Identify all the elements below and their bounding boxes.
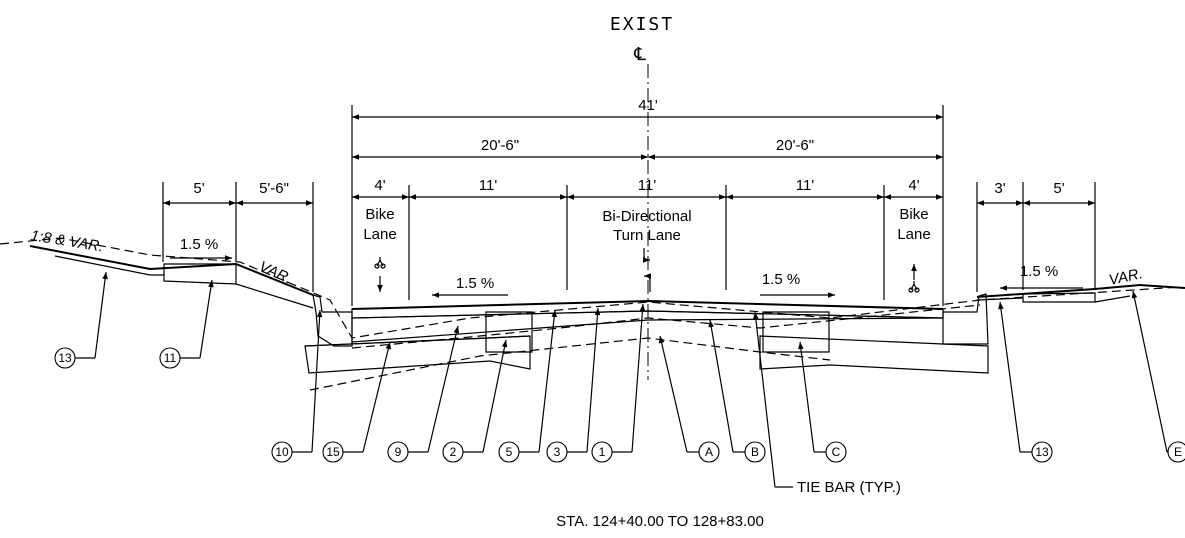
joint-slab-left: [486, 312, 532, 352]
dim-half-left-text: 20'-6": [481, 137, 519, 154]
callout: 15: [323, 442, 343, 462]
dimension-lines: [163, 114, 1095, 206]
callout: 9: [388, 442, 408, 462]
callout: E: [1168, 442, 1185, 462]
dim-lane-left-text: 11': [479, 177, 498, 194]
svg-text:9: 9: [395, 445, 402, 459]
centerline-symbol: ℄: [633, 44, 648, 65]
slope-right-sidewalk: 1.5 %: [1020, 263, 1058, 280]
bike-lane-left-line1: Bike: [365, 206, 394, 223]
svg-text:A: A: [705, 445, 713, 459]
bicycle-icon: [375, 257, 385, 268]
dim-sw-left-5-6-text: 5'-6": [259, 180, 289, 197]
pavement-section: [305, 301, 988, 373]
slope-right-var: VAR.: [1107, 265, 1144, 289]
joint-slab-right: [763, 312, 829, 352]
svg-text:C: C: [832, 445, 841, 459]
slope-left-ground: 1:8 & VAR.: [29, 227, 104, 255]
callout: 10: [272, 442, 292, 462]
svg-text:E: E: [1174, 445, 1182, 459]
svg-text:15: 15: [326, 445, 340, 459]
dim-bike-left-text: 4': [374, 177, 385, 194]
svg-text:11: 11: [164, 351, 177, 365]
dim-half-right-text: 20'-6": [776, 137, 814, 154]
dim-bike-right-text: 4': [908, 177, 919, 194]
callout: 13: [1032, 442, 1052, 462]
dim-sw-right-5-text: 5': [1053, 180, 1064, 197]
slope-left-road: 1.5 %: [456, 275, 494, 292]
bike-lane-left-line2: Lane: [363, 226, 396, 243]
tie-bar-note: TIE BAR (TYP.): [797, 479, 901, 496]
callout: 2: [443, 442, 463, 462]
svg-text:10: 10: [275, 445, 289, 459]
callout: C: [826, 442, 846, 462]
bike-lane-right-line1: Bike: [899, 206, 928, 223]
right-slope-sidewalk: [977, 285, 1185, 302]
station-range: STA. 124+40.00 TO 128+83.00: [556, 513, 764, 530]
svg-text:1: 1: [599, 445, 606, 459]
callout: 11: [160, 348, 180, 368]
callout: 1: [592, 442, 612, 462]
dim-sw-left-5-text: 5': [193, 180, 204, 197]
existing-subgrade-line: [310, 338, 830, 390]
leader-lines: [75, 272, 1177, 487]
exist-label: EXIST: [610, 14, 674, 35]
turn-lane-line2: Turn Lane: [613, 227, 681, 244]
dim-lane-center-text: 11': [638, 177, 657, 194]
svg-text:B: B: [751, 445, 759, 459]
dim-sw-right-3-text: 3': [994, 180, 1005, 197]
dim-lane-right-text: 11': [796, 177, 815, 194]
turn-arrows-icon: [642, 248, 652, 292]
svg-text:2: 2: [450, 445, 457, 459]
callout: 3: [547, 442, 567, 462]
svg-text:13: 13: [1035, 445, 1049, 459]
svg-text:3: 3: [554, 445, 561, 459]
extension-lines: [163, 105, 1095, 306]
bicycle-icon: [909, 281, 919, 292]
curb-right: [943, 294, 988, 344]
slope-right-road: 1.5 %: [762, 271, 800, 288]
svg-text:13: 13: [58, 351, 72, 365]
turn-lane-line1: Bi-Directional: [602, 208, 691, 225]
bike-lane-right-line2: Lane: [897, 226, 930, 243]
callout: 13: [55, 348, 75, 368]
svg-text:5: 5: [506, 445, 513, 459]
left-slope-sidewalk: [30, 246, 313, 308]
callout: B: [745, 442, 765, 462]
curb-left: [313, 295, 352, 346]
dim-total-text: 41': [638, 97, 658, 114]
callout: A: [699, 442, 719, 462]
callout: 5: [499, 442, 519, 462]
slope-left-sidewalk: 1.5 %: [180, 236, 218, 253]
